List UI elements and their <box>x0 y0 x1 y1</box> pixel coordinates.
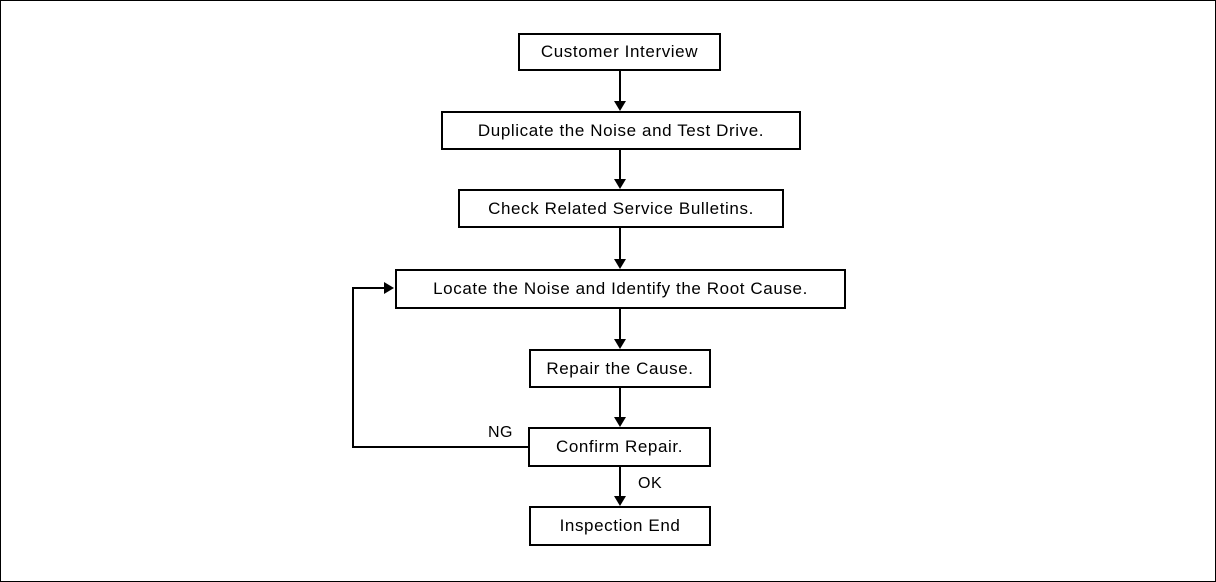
flow-node-inspection-end[interactable]: Inspection End <box>529 506 711 546</box>
connector-check-bulletins-to-locate-noise <box>619 228 621 260</box>
flow-node-locate-noise[interactable]: Locate the Noise and Identify the Root C… <box>395 269 846 309</box>
connector-confirm-repair-to-inspection-end <box>619 467 621 497</box>
arrowhead-down-to-duplicate-noise <box>614 101 626 111</box>
connector-ng-vertical-riser <box>352 287 354 448</box>
connector-repair-cause-to-confirm-repair <box>619 388 621 419</box>
arrowhead-down-to-check-bulletins <box>614 179 626 189</box>
arrowhead-right-to-locate-noise <box>384 282 394 294</box>
arrowhead-down-to-locate-noise <box>614 259 626 269</box>
arrowhead-down-to-repair-cause <box>614 339 626 349</box>
edge-label-ok: OK <box>638 475 663 492</box>
connector-duplicate-noise-to-check-bulletins <box>619 150 621 180</box>
flow-node-duplicate-noise[interactable]: Duplicate the Noise and Test Drive. <box>441 111 801 150</box>
arrowhead-down-to-inspection-end <box>614 496 626 506</box>
connector-customer-interview-to-duplicate-noise <box>619 71 621 102</box>
connector-ng-horizontal-from-confirm-repair <box>352 446 529 448</box>
connector-locate-noise-to-repair-cause <box>619 309 621 340</box>
connector-ng-horizontal-to-locate-noise <box>352 287 385 289</box>
flow-node-confirm-repair[interactable]: Confirm Repair. <box>528 427 711 467</box>
flow-node-check-bulletins[interactable]: Check Related Service Bulletins. <box>458 189 784 228</box>
flow-node-customer-interview[interactable]: Customer Interview <box>518 33 721 71</box>
edge-label-ng: NG <box>488 424 513 441</box>
arrowhead-down-to-confirm-repair <box>614 417 626 427</box>
flow-node-repair-cause[interactable]: Repair the Cause. <box>529 349 711 388</box>
